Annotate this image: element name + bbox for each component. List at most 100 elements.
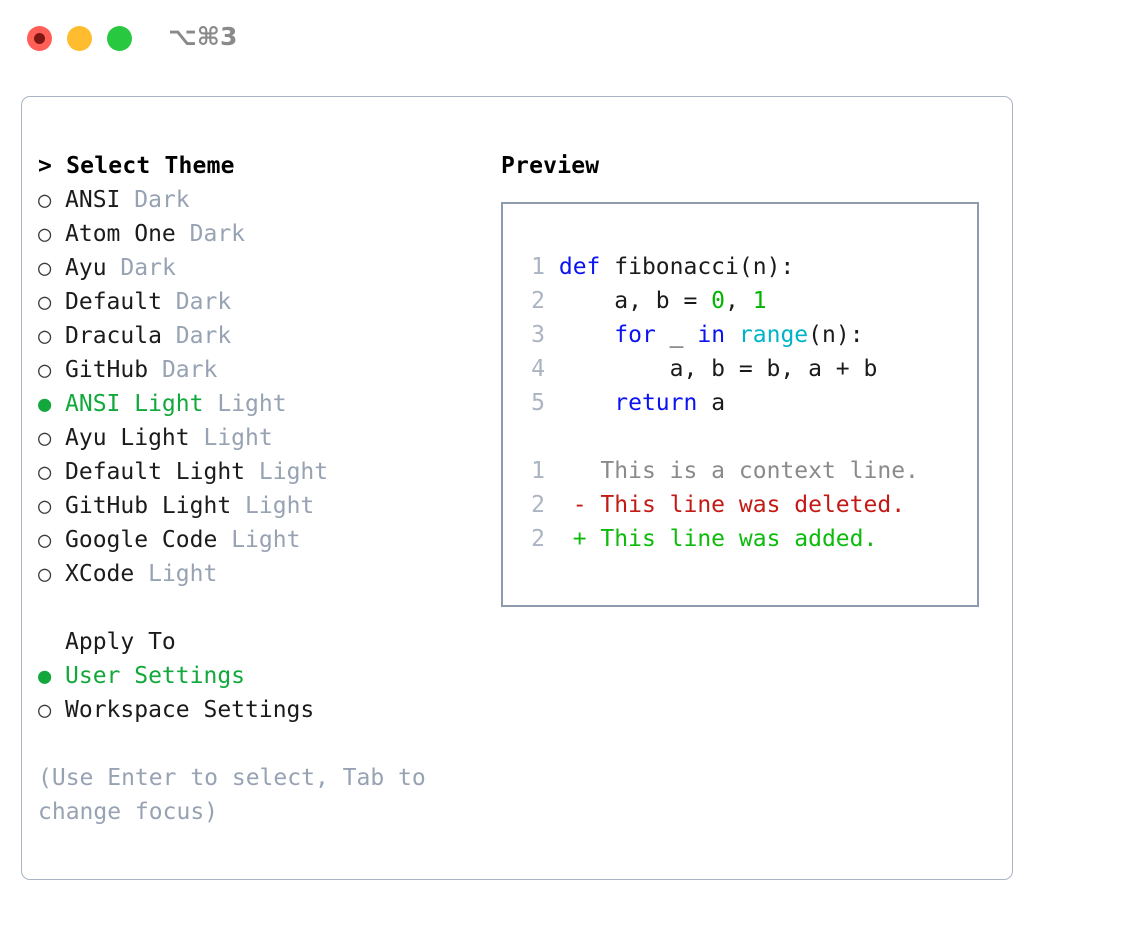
theme-variant-label: Dark xyxy=(120,255,176,281)
code-token: in xyxy=(697,322,726,348)
theme-variant-label: Light xyxy=(148,561,218,587)
theme-list-item[interactable]: ○ Dracula Dark xyxy=(38,319,478,353)
theme-variant-label: Light xyxy=(245,493,315,519)
spacer xyxy=(148,357,162,383)
radio-unselected-icon: ○ xyxy=(38,562,52,587)
theme-name: Dracula xyxy=(65,323,162,349)
spacer xyxy=(120,187,134,213)
close-window-button[interactable] xyxy=(27,26,52,51)
apply-to-item[interactable]: ● User Settings xyxy=(38,659,478,693)
theme-list-item[interactable]: ○ ANSI Dark xyxy=(38,183,478,217)
close-icon xyxy=(34,33,45,44)
code-token: , xyxy=(725,288,753,314)
code-line-number: 3 xyxy=(531,322,545,348)
theme-name: Atom One xyxy=(65,221,176,247)
keyboard-shortcut-label: ⌥⌘3 xyxy=(168,22,238,51)
theme-list-item[interactable]: ●ANSI Light Light xyxy=(38,387,478,421)
code-token xyxy=(725,322,739,348)
theme-variant-label: Dark xyxy=(134,187,190,213)
theme-name: Google Code xyxy=(65,527,218,553)
spacer xyxy=(134,561,148,587)
radio-unselected-icon: ○ xyxy=(38,188,52,213)
spacer xyxy=(545,492,573,518)
spacer xyxy=(107,255,121,281)
code-token: fibonacci(n): xyxy=(600,254,795,280)
code-token: a xyxy=(697,390,726,416)
spacer xyxy=(190,425,204,451)
code-token: _ xyxy=(655,322,698,348)
theme-variant-label: Dark xyxy=(161,357,218,383)
code-line: 2 a, b = 0, 1 xyxy=(521,284,971,318)
theme-variant-label: Dark xyxy=(175,323,232,349)
radio-unselected-icon: ○ xyxy=(38,222,52,247)
theme-name: Default xyxy=(65,289,162,315)
apply-to-item[interactable]: ○ Workspace Settings xyxy=(38,693,478,727)
theme-name: XCode xyxy=(65,561,135,587)
preview-header: Preview xyxy=(501,153,600,179)
diff-line: 1 This is a context line. xyxy=(521,454,971,488)
code-line-number: 4 xyxy=(531,356,545,382)
diff-line-number: 1 xyxy=(531,458,545,484)
code-line-number: 5 xyxy=(531,390,545,416)
spacer xyxy=(162,289,176,315)
spacer xyxy=(245,459,259,485)
select-theme-header: > Select Theme xyxy=(38,149,478,183)
code-line-number: 1 xyxy=(531,254,545,280)
theme-list-item[interactable]: ○Google Code Light xyxy=(38,523,478,557)
theme-name: GitHub xyxy=(65,357,149,383)
radio-selected-icon: ● xyxy=(38,392,52,417)
code-token: range xyxy=(738,322,809,348)
code-line: 5 return a xyxy=(521,386,971,420)
code-token: for xyxy=(614,322,656,348)
theme-name: ANSI xyxy=(65,187,121,213)
radio-unselected-icon: ○ xyxy=(38,324,52,349)
theme-list-item[interactable]: ○Default Light Light xyxy=(38,455,478,489)
code-token xyxy=(545,390,614,416)
spacer xyxy=(545,458,573,484)
theme-list-item[interactable]: ○ Default Dark xyxy=(38,285,478,319)
radio-unselected-icon: ○ xyxy=(38,698,52,723)
radio-unselected-icon: ○ xyxy=(38,426,52,451)
apply-to-label: Workspace Settings xyxy=(65,697,315,723)
theme-name: Ayu xyxy=(65,255,107,281)
keyboard-hint-line-2: change focus) xyxy=(38,799,219,825)
radio-unselected-icon: ○ xyxy=(38,290,52,315)
theme-list-item[interactable]: ○ XCode Light xyxy=(38,557,478,591)
theme-list-item[interactable]: ○ GitHub Dark xyxy=(38,353,478,387)
theme-variant-label: Light xyxy=(231,527,301,553)
theme-list-item[interactable]: ○Ayu Dark xyxy=(38,251,478,285)
theme-list-item[interactable]: ○GitHub Light Light xyxy=(38,489,478,523)
theme-name: ANSI Light xyxy=(65,391,204,417)
preview-column: Preview 1 def fibonacci(n):2 a, b = 0, 1… xyxy=(501,149,991,607)
theme-variant-label: Light xyxy=(203,425,273,451)
theme-list-item[interactable]: ○ Atom One Dark xyxy=(38,217,478,251)
theme-variant-label: Dark xyxy=(175,289,232,315)
code-token: a, b = b, a + b xyxy=(545,356,878,382)
caret-icon: > xyxy=(38,153,53,179)
theme-picker-column: > Select Theme ○ANSI Dark○Atom One Dark○… xyxy=(38,149,478,829)
code-line-number: 2 xyxy=(531,288,545,314)
minimize-window-button[interactable] xyxy=(67,26,92,51)
code-token: (n): xyxy=(808,322,864,348)
apply-to-label: User Settings xyxy=(65,663,246,689)
theme-variant-label: Dark xyxy=(189,221,246,247)
spacer xyxy=(162,323,176,349)
theme-list-item[interactable]: ○Ayu Light Light xyxy=(38,421,478,455)
keyboard-hint: (Use Enter to select, Tab to change focu… xyxy=(38,761,438,829)
spacer xyxy=(545,526,573,552)
diff-sign xyxy=(573,458,587,484)
radio-unselected-icon: ○ xyxy=(38,358,52,383)
radio-unselected-icon: ○ xyxy=(38,494,52,519)
code-diff-spacer xyxy=(521,420,971,454)
code-token: 1 xyxy=(752,288,767,314)
diff-line: 2 - This line was deleted. xyxy=(521,488,971,522)
radio-selected-icon: ● xyxy=(38,664,52,689)
diff-sample: 1 This is a context line.2 - This line w… xyxy=(521,454,971,556)
spacer xyxy=(217,527,231,553)
diff-text: This line was added. xyxy=(586,526,878,552)
code-line: 4 a, b = b, a + b xyxy=(521,352,971,386)
maximize-window-button[interactable] xyxy=(107,26,132,51)
apply-to-header: Apply To xyxy=(65,629,176,655)
